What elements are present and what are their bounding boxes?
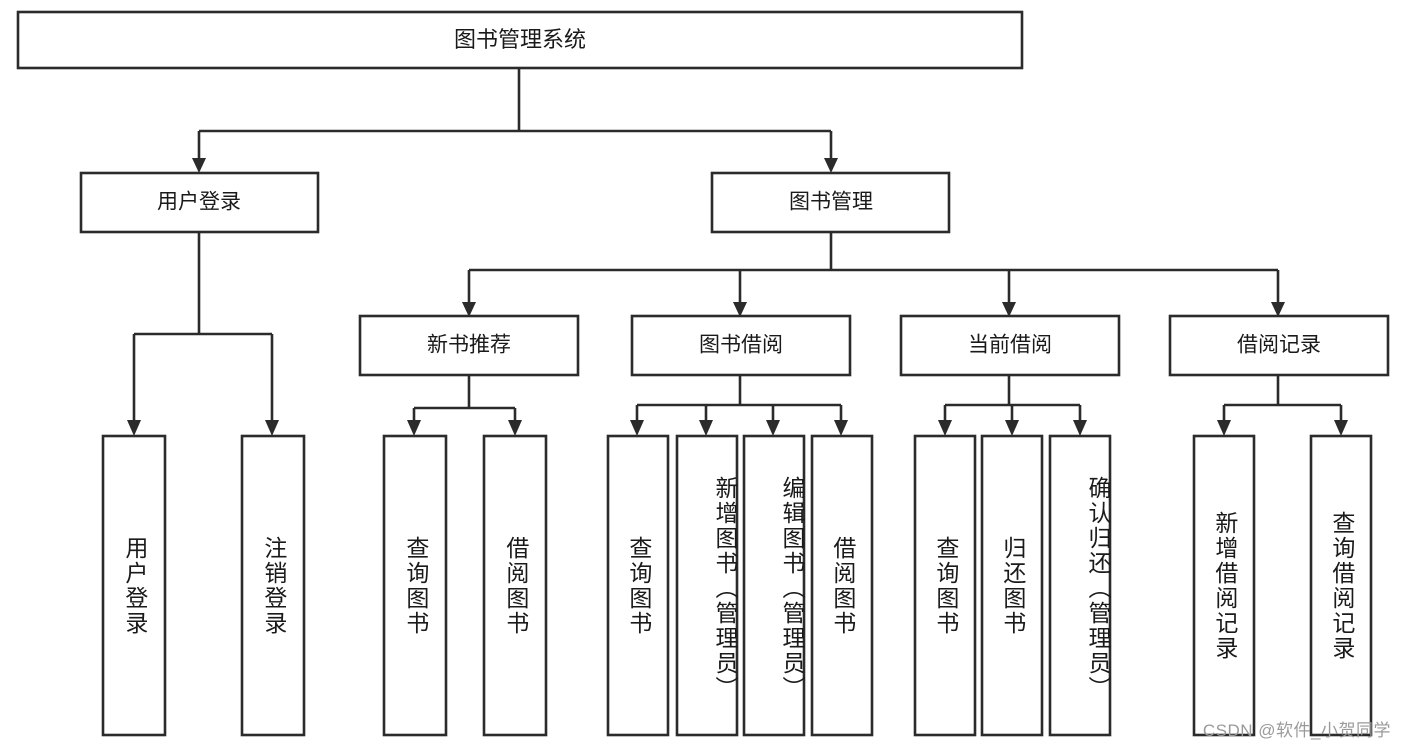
node-box-leaf-logout[interactable] — [240, 434, 306, 737]
arrowhead-cb-return-book — [1005, 420, 1019, 436]
node-box-leaf-bb-edit-book[interactable] — [742, 434, 806, 737]
node-box-leaf-cb-query-book[interactable] — [913, 434, 977, 737]
arrowhead-cb-confirm-return — [1073, 420, 1087, 436]
node-box-leaf-br-add-record[interactable] — [1192, 434, 1256, 737]
node-box-leaf-bb-query-book[interactable] — [606, 434, 670, 737]
node-label-new-book-recommend: 新书推荐 — [427, 334, 511, 357]
node-label-book-management: 图书管理 — [789, 191, 873, 214]
node-box-root[interactable] — [16, 10, 1024, 70]
arrowhead-nb-query-book — [407, 420, 421, 436]
node-box-leaf-br-query-record[interactable] — [1309, 434, 1373, 737]
arrowhead-leaf-user-login — [127, 420, 141, 436]
node-box-book-management[interactable] — [710, 171, 951, 234]
arrowhead-user-login — [192, 158, 206, 173]
arrowhead-current-borrow — [1002, 302, 1016, 317]
node-label-current-borrow: 当前借阅 — [968, 334, 1052, 357]
node-box-leaf-bb-borrow-book[interactable] — [810, 434, 874, 737]
node-box-leaf-nb-borrow-book[interactable] — [482, 434, 548, 737]
arrowhead-borrow-record — [1271, 302, 1285, 317]
node-label-book-borrow: 图书借阅 — [699, 334, 783, 357]
arrowhead-cb-query-book — [938, 420, 952, 436]
node-box-borrow-record[interactable] — [1168, 314, 1390, 377]
arrowhead-bb-borrow-book — [834, 420, 848, 436]
node-box-book-borrow[interactable] — [630, 314, 852, 377]
node-box-leaf-bb-add-book[interactable] — [675, 434, 739, 737]
arrowhead-leaf-logout — [265, 420, 279, 436]
arrowhead-book-mgmt — [824, 158, 838, 173]
arrowhead-nb-borrow-book — [508, 420, 522, 436]
node-label-borrow-record: 借阅记录 — [1237, 334, 1321, 357]
node-box-leaf-user-login[interactable] — [101, 434, 167, 737]
arrowhead-bb-add-book — [699, 420, 713, 436]
node-label-user-login: 用户登录 — [157, 191, 241, 214]
arrowhead-br-add-record — [1217, 420, 1231, 436]
node-box-current-borrow[interactable] — [899, 314, 1121, 377]
arrowhead-bb-edit-book — [766, 420, 780, 436]
node-box-new-book-recommend[interactable] — [358, 314, 580, 377]
arrowhead-bb-query-book — [630, 420, 644, 436]
csdn-watermark: CSDN @软件_小贺同学 — [1202, 721, 1391, 740]
arrowhead-br-query-record — [1334, 420, 1348, 436]
arrowhead-book-borrow — [733, 302, 747, 317]
arrowhead-new-book — [462, 302, 476, 317]
node-label-root: 图书管理系统 — [454, 27, 586, 52]
node-box-user-login[interactable] — [79, 171, 320, 234]
node-box-leaf-cb-return-book[interactable] — [980, 434, 1044, 737]
node-box-leaf-cb-confirm-return[interactable] — [1048, 434, 1112, 737]
node-box-leaf-nb-query-book[interactable] — [382, 434, 448, 737]
